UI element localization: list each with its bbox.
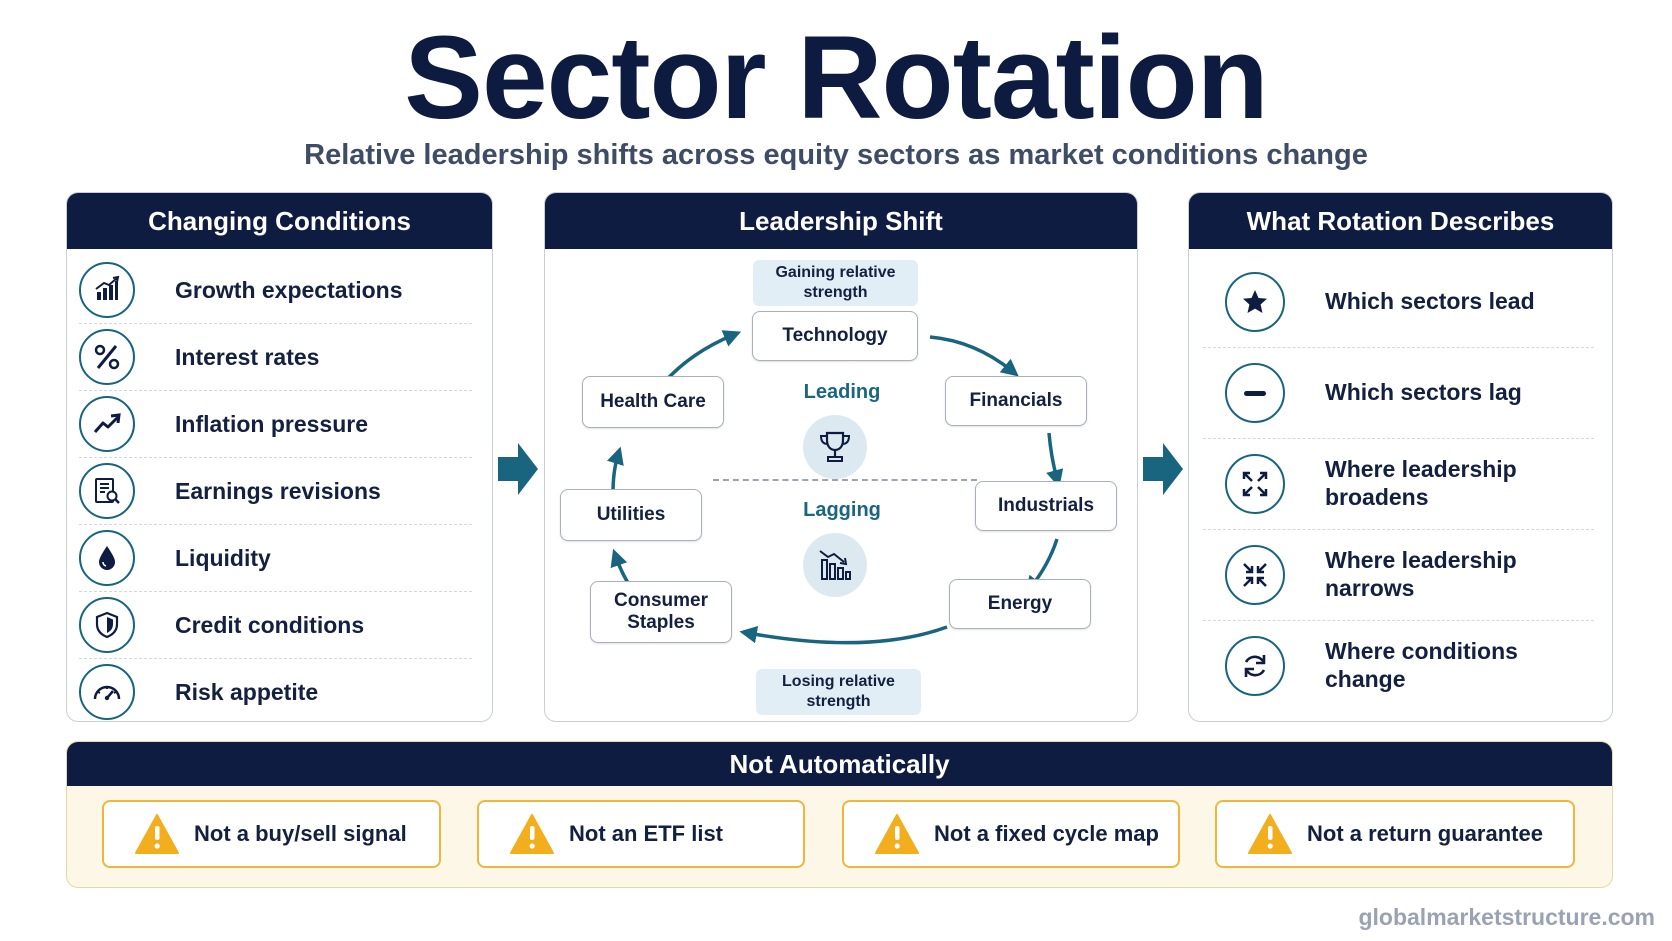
sector-financials: Financials — [945, 376, 1087, 426]
changing-conditions-header: Changing Conditions — [67, 193, 492, 249]
condition-item: Earnings revisions — [79, 458, 472, 525]
trophy-icon — [803, 415, 867, 479]
not-etf-list-item: Not an ETF list — [477, 800, 805, 868]
leadership-shift-header: Leadership Shift — [545, 193, 1137, 249]
not-buy-sell-signal-item: Not a buy/sell signal — [102, 800, 441, 868]
condition-label: Risk appetite — [175, 678, 319, 705]
condition-item: Risk appetite — [79, 659, 472, 721]
sector-technology: Technology — [752, 311, 918, 361]
not-return-guarantee-item: Not a return guarantee — [1215, 800, 1575, 868]
describes-item: Which sectors lag — [1203, 348, 1594, 439]
bar-chart-up-icon — [79, 262, 135, 318]
condition-item: Inflation pressure — [79, 391, 472, 458]
describes-item: Which sectors lead — [1203, 257, 1594, 348]
not-automatically-label: Not a fixed cycle map — [934, 821, 1159, 846]
sector-consumer-staples-label: Consumer Staples — [614, 590, 708, 633]
describes-item: Where leadership broadens — [1203, 439, 1594, 530]
not-automatically-label: Not a return guarantee — [1307, 821, 1543, 846]
describes-label: Where conditions change — [1325, 638, 1518, 692]
flow-arrow-icon — [1143, 443, 1183, 495]
shield-icon — [79, 597, 135, 653]
not-automatically-panel: Not Automatically Not a buy/sell signal … — [66, 741, 1613, 888]
gaining-strength-label: Gaining relative strength — [753, 260, 918, 306]
minus-icon — [1225, 363, 1285, 423]
footer-url: globalmarketstructure.com — [1358, 904, 1655, 930]
leading-label: Leading — [803, 381, 881, 403]
describes-item: Where leadership narrows — [1203, 530, 1594, 621]
droplet-icon — [79, 530, 135, 586]
leadership-shift-panel: Leadership Shift Gaining relative streng… — [544, 192, 1138, 722]
condition-item: Liquidity — [79, 525, 472, 592]
page-title: Sector Rotation — [404, 12, 1269, 144]
condition-label: Credit conditions — [175, 611, 365, 638]
refresh-icon — [1225, 636, 1285, 696]
sector-consumer-staples: Consumer Staples — [590, 581, 732, 643]
condition-item: Interest rates — [79, 324, 472, 391]
condition-item: Growth expectations — [79, 257, 472, 324]
condition-item: Credit conditions — [79, 592, 472, 659]
changing-conditions-panel: Changing Conditions Growth expectations … — [66, 192, 493, 722]
percent-icon — [79, 329, 135, 385]
trend-up-icon — [79, 396, 135, 452]
sector-health-care: Health Care — [582, 376, 724, 428]
star-icon — [1225, 272, 1285, 332]
describes-label: Which sectors lead — [1325, 288, 1535, 315]
sector-energy: Energy — [949, 579, 1091, 629]
warning-icon — [875, 814, 919, 854]
declining-bars-icon — [803, 533, 867, 597]
page-subtitle: Relative leadership shifts across equity… — [304, 139, 1368, 171]
gauge-icon — [79, 664, 135, 720]
describes-label: Which sectors lag — [1325, 379, 1522, 406]
warning-icon — [1248, 814, 1292, 854]
condition-label: Earnings revisions — [175, 477, 381, 504]
losing-strength-label: Losing relative strength — [756, 669, 921, 715]
what-rotation-describes-panel: What Rotation Describes Which sectors le… — [1188, 192, 1613, 722]
flow-arrow-icon — [498, 443, 538, 495]
condition-label: Liquidity — [175, 544, 271, 571]
describes-label: Where leadership narrows — [1325, 547, 1517, 601]
report-search-icon — [79, 463, 135, 519]
not-automatically-header: Not Automatically — [67, 742, 1612, 786]
describes-label: Where leadership broadens — [1325, 456, 1517, 510]
warning-icon — [510, 814, 554, 854]
sector-utilities: Utilities — [560, 489, 702, 541]
what-rotation-describes-header: What Rotation Describes — [1189, 193, 1612, 249]
condition-label: Growth expectations — [175, 276, 403, 303]
expand-icon — [1225, 454, 1285, 514]
compress-icon — [1225, 545, 1285, 605]
warning-icon — [135, 814, 179, 854]
condition-label: Inflation pressure — [175, 410, 368, 437]
lagging-label: Lagging — [803, 499, 881, 521]
not-automatically-label: Not a buy/sell signal — [194, 821, 407, 846]
condition-label: Interest rates — [175, 343, 320, 370]
not-automatically-label: Not an ETF list — [569, 821, 723, 846]
conditions-list: Growth expectations Interest rates Infla… — [67, 249, 492, 721]
sector-industrials: Industrials — [975, 481, 1117, 531]
leading-lagging-divider — [713, 479, 977, 481]
describes-list: Which sectors lead Which sectors lag Whe… — [1189, 249, 1612, 711]
describes-item: Where conditions change — [1203, 621, 1594, 711]
rotation-cycle: Gaining relative strength Losing relativ… — [545, 249, 1137, 721]
not-fixed-cycle-map-item: Not a fixed cycle map — [842, 800, 1180, 868]
